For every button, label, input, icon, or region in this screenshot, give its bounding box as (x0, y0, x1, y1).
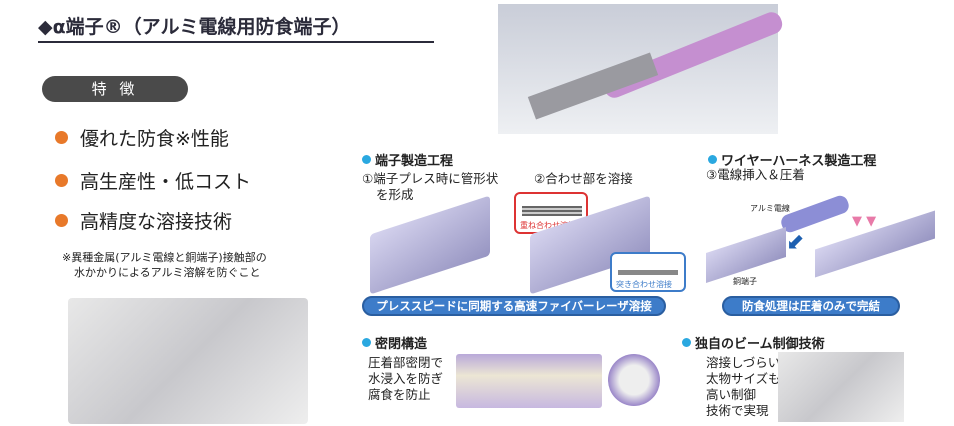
line: 腐食を防止 (368, 387, 431, 402)
heading-text: 密閉構造 (375, 337, 428, 352)
feature-text: 高精度な溶接技術 (80, 211, 233, 233)
terminal-wire-photo (498, 4, 786, 134)
butt-weld-label: 突き合わせ溶接 (616, 280, 672, 289)
terminal-illustration (370, 195, 490, 295)
sealing-text: 圧着部密閉で水浸入を防ぎ腐食を防止 (368, 355, 443, 403)
bullet-icon (55, 214, 68, 227)
sealing-heading: 密閉構造 (362, 333, 427, 352)
terminal-process-heading: 端子製造工程 (362, 150, 453, 169)
feature-text: 高生産性・低コスト (80, 171, 252, 193)
bullet-icon (55, 174, 68, 187)
feature-item: 優れた防食※性能 (55, 124, 229, 151)
butt-weld-diagram: 突き合わせ溶接 (610, 252, 686, 292)
bullet-icon (362, 155, 371, 164)
line: 溶接しづらい (706, 355, 781, 370)
step2-text: ②合わせ部を溶接 (534, 171, 633, 186)
heading-text: 独自のビーム制御技術 (695, 337, 825, 352)
line: 技術で実現 (706, 403, 769, 418)
terminal-label: 銅端子 (733, 277, 757, 286)
wire-cross-section (608, 354, 660, 406)
feature-item: 高精度な溶接技術 (55, 207, 232, 234)
beam-text: 溶接しづらい太物サイズも高い制御技術で実現 (706, 355, 781, 419)
footnote: ※異種金属(アルミ電線と銅端子)接触部の水かかりによるアルミ溶解を防ぐこと (62, 250, 267, 280)
bullet-icon (708, 155, 717, 164)
feature-text: 優れた防食※性能 (80, 128, 229, 150)
feature-item: 高生産性・低コスト (55, 167, 251, 194)
terminals-photo (68, 298, 308, 424)
line: を形成 (376, 187, 414, 202)
heading-text: ワイヤーハーネス製造工程 (721, 154, 877, 169)
footnote-line: ※異種金属(アルミ電線と銅端子)接触部の (62, 251, 267, 264)
features-badge: 特 徴 (42, 76, 188, 102)
lap-weld-label: 重ね合わせ溶接 (520, 221, 576, 230)
line: 高い制御 (706, 387, 757, 402)
bullet-icon (55, 131, 68, 144)
bullet-icon (362, 338, 371, 347)
wire-label: アルミ電線 (750, 204, 790, 213)
line: 水浸入を防ぎ (368, 371, 444, 386)
line: 太物サイズも (706, 371, 781, 386)
wire-illustration (779, 193, 851, 235)
page-title: ◆α端子®（アルミ電線用防食端子） (38, 12, 434, 43)
bullet-icon (682, 338, 691, 347)
copper-terminal-illustration (706, 227, 786, 283)
line: ①端子プレス時に管形状 (362, 171, 499, 186)
arrow-icon: ⬋ (786, 230, 805, 255)
step1-text: ①端子プレス時に管形状を形成 (362, 171, 498, 203)
line: 圧着部密閉で (368, 355, 444, 370)
large-terminals-photo (778, 352, 904, 422)
footnote-line: 水かかりによるアルミ溶解を防ぐこと (74, 266, 261, 279)
anti-corrosion-banner: 防食処理は圧着のみで完結 (722, 296, 900, 316)
step3-text: ③電線挿入＆圧着 (706, 167, 805, 182)
heading-text: 端子製造工程 (375, 154, 454, 169)
harness-process-heading: ワイヤーハーネス製造工程 (708, 150, 876, 169)
crimp-arrows-icon: ▼ ▼ (852, 214, 877, 229)
sealed-crimp-cross-section (456, 354, 602, 408)
laser-weld-banner: プレススピードに同期する高速ファイバーレーザ溶接 (362, 296, 666, 316)
beam-heading: 独自のビーム制御技術 (682, 333, 825, 352)
